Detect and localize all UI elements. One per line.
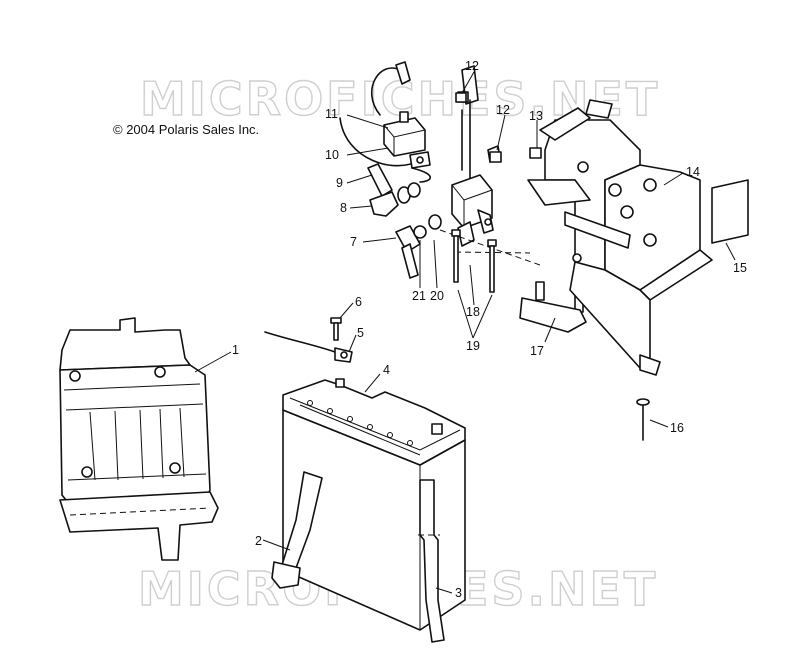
callout-20: 20 — [430, 289, 444, 303]
callout-14: 14 — [686, 165, 700, 179]
callout-7: 7 — [350, 235, 357, 249]
nut-12a — [455, 92, 467, 103]
callout-16: 16 — [670, 421, 684, 435]
callout-21: 21 — [412, 289, 426, 303]
callout-12a: 12 — [465, 59, 479, 73]
battery — [282, 378, 466, 631]
callout-12b: 12 — [496, 103, 510, 117]
callout-4: 4 — [383, 363, 390, 377]
mount-bolts — [451, 229, 497, 293]
callout-5: 5 — [357, 326, 364, 340]
callout-2: 2 — [255, 534, 262, 548]
callout-19: 19 — [466, 339, 480, 353]
negative-cable — [271, 471, 323, 589]
callout-8: 8 — [340, 201, 347, 215]
warning-label — [711, 179, 749, 244]
callout-10: 10 — [325, 148, 339, 162]
callout-13: 13 — [529, 109, 543, 123]
callout-1: 1 — [232, 343, 239, 357]
ground-wire — [264, 317, 353, 363]
callout-9: 9 — [336, 176, 343, 190]
nut-13 — [529, 147, 542, 159]
callout-3: 3 — [455, 586, 462, 600]
elbow-connector — [369, 182, 421, 217]
leader-lines — [194, 71, 736, 594]
electrical-bracket — [527, 99, 713, 376]
nut-12b — [489, 151, 502, 163]
callout-6: 6 — [355, 295, 362, 309]
washer-nut — [413, 214, 442, 239]
relay-assembly — [339, 61, 432, 197]
callout-15: 15 — [733, 261, 747, 275]
rivet — [636, 398, 650, 441]
positive-cable — [418, 479, 445, 643]
callout-11: 11 — [325, 107, 338, 121]
copyright-notice: © 2004 Polaris Sales Inc. — [113, 122, 260, 137]
battery-box — [59, 317, 219, 561]
callout-18: 18 — [466, 305, 480, 319]
callout-17: 17 — [530, 344, 544, 358]
